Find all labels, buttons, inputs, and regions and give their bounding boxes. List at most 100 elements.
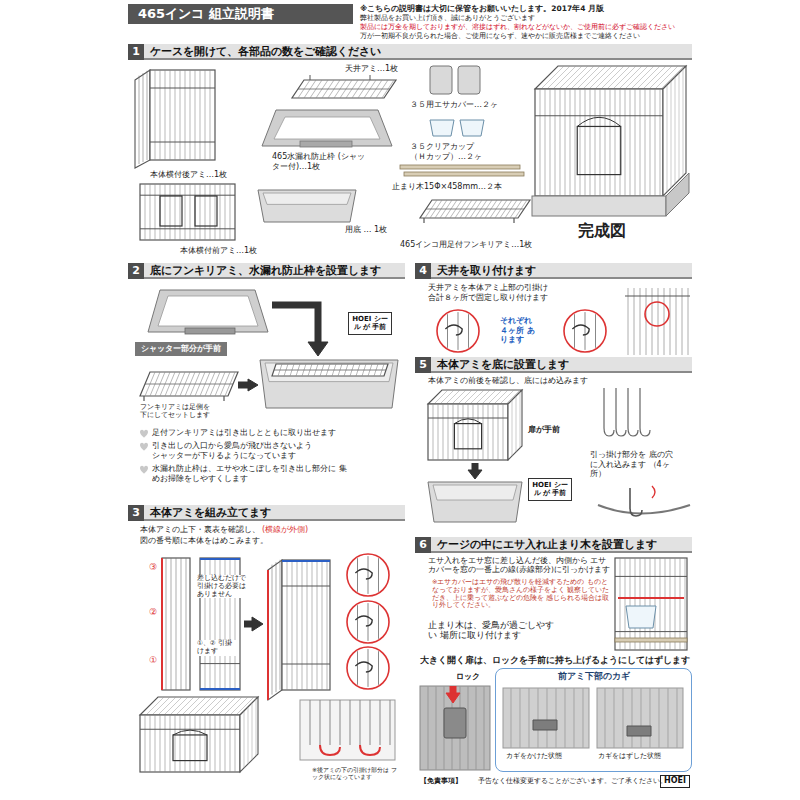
- wire: [640, 288, 641, 355]
- wire: [664, 288, 665, 355]
- wire: [428, 686, 429, 770]
- wire: [165, 184, 166, 240]
- bottom-tray: [260, 360, 398, 408]
- wire: [170, 184, 171, 240]
- cage-side: [508, 390, 522, 460]
- wire: [520, 392, 521, 448]
- door: [195, 196, 217, 226]
- wire: [627, 388, 628, 428]
- wire: [155, 184, 156, 240]
- panel-frame: [150, 70, 215, 160]
- section-header: 6ケージの中にエサ入れ止まり木を設置します: [415, 537, 692, 553]
- direction-note: 扉が手前: [528, 425, 560, 435]
- ceiling-mesh: [292, 80, 396, 98]
- wire: [453, 404, 454, 460]
- cage-front: [428, 404, 508, 460]
- instruction-emphasis: (横線が外側): [262, 525, 308, 535]
- water-guard-frame: [262, 110, 392, 146]
- wire: [520, 688, 521, 748]
- wire: [143, 73, 144, 162]
- wire: [655, 89, 656, 196]
- instruction-text: 大きく開く扉は、ロックを手前に持ち上げるようにしてはずします: [420, 655, 690, 665]
- wire: [145, 184, 146, 240]
- box-text: HOEI シール が 手前: [532, 481, 568, 498]
- blue-edge: [282, 560, 330, 562]
- step-heading: ケースを開けて、各部品の数をご確認ください: [144, 44, 692, 60]
- wire: [605, 89, 606, 196]
- part-name: 本体横付前アミ…1枚: [180, 246, 257, 256]
- door-arch: [454, 419, 481, 424]
- clear-cup: [626, 606, 656, 628]
- cage-top: [140, 697, 258, 715]
- wire: [565, 688, 566, 748]
- side-mesh-panel: [135, 70, 150, 168]
- part-name: 止まり木15Φ×458mm…２本: [392, 182, 502, 192]
- feeder-cover: [430, 66, 452, 94]
- cage-side: [240, 697, 258, 772]
- heart-bullet: [140, 443, 148, 451]
- wire: [575, 89, 576, 196]
- wire: [665, 558, 666, 650]
- wire: [574, 314, 575, 348]
- clear-cup: [460, 120, 484, 136]
- wire: [139, 76, 140, 164]
- wire: [670, 288, 671, 355]
- wire: [476, 686, 477, 770]
- perch: [400, 165, 520, 169]
- wire: [547, 688, 548, 748]
- wire: [529, 688, 530, 748]
- cross-bar: [274, 370, 386, 371]
- instruction-text: 本体アミの前後を確認し、底にはめ込みます: [428, 376, 588, 386]
- wire: [603, 388, 604, 428]
- wire: [440, 390, 454, 404]
- wire: [230, 715, 231, 772]
- wire: [235, 715, 236, 772]
- hook-detail: [300, 700, 395, 760]
- wire: [595, 66, 618, 89]
- door-arch: [173, 730, 207, 735]
- instruction-note: フンキリアミは足側を 下にしてセットします: [140, 404, 212, 420]
- wire: [145, 715, 146, 772]
- hook: [628, 428, 638, 436]
- flow-arrow: [272, 305, 328, 356]
- part-name: ロック: [456, 672, 480, 682]
- cross-bar: [615, 631, 687, 632]
- wire: [660, 89, 661, 196]
- wire: [670, 558, 671, 650]
- state-caption: カギをかけた状態: [505, 752, 563, 760]
- wire: [248, 707, 249, 764]
- wire: [155, 70, 156, 160]
- wire: [357, 651, 358, 685]
- wire: [685, 558, 686, 650]
- wire: [292, 560, 293, 690]
- part-name: 465インコ用足付フンキリアミ…1枚: [400, 240, 532, 250]
- wire: [667, 85, 668, 192]
- wire: [160, 715, 161, 772]
- step-heading: 天井を取り付けます: [431, 263, 692, 279]
- shutter: [185, 328, 235, 334]
- wire: [186, 558, 187, 690]
- cross-bar: [625, 295, 690, 296]
- finished-cage: [532, 66, 689, 216]
- section-header: 5本体アミを底に設置します: [415, 357, 692, 373]
- wire: [659, 688, 660, 748]
- cage-top: [428, 390, 522, 404]
- wire: [370, 700, 371, 745]
- cross-bar: [615, 576, 687, 577]
- key-photo: [503, 688, 589, 748]
- part-name: 用底 … 1枚: [345, 225, 387, 235]
- wire: [220, 715, 221, 772]
- section-header: 1ケースを開けて、各部品の数をご確認ください: [128, 44, 692, 60]
- hook-insert-detail: [598, 486, 690, 516]
- part-name: ３５クリアカップ （Ｈカップ）…２ヶ: [410, 142, 490, 161]
- hook: [572, 325, 589, 335]
- wire: [190, 715, 191, 772]
- disclaimer-heading: 【免責事項】: [420, 777, 462, 785]
- wire: [433, 404, 434, 460]
- detail-top: [347, 554, 389, 596]
- wire: [320, 700, 321, 745]
- step-number: 3: [128, 505, 144, 521]
- wire: [225, 715, 226, 772]
- wire: [645, 558, 646, 650]
- cross-bar: [535, 115, 663, 116]
